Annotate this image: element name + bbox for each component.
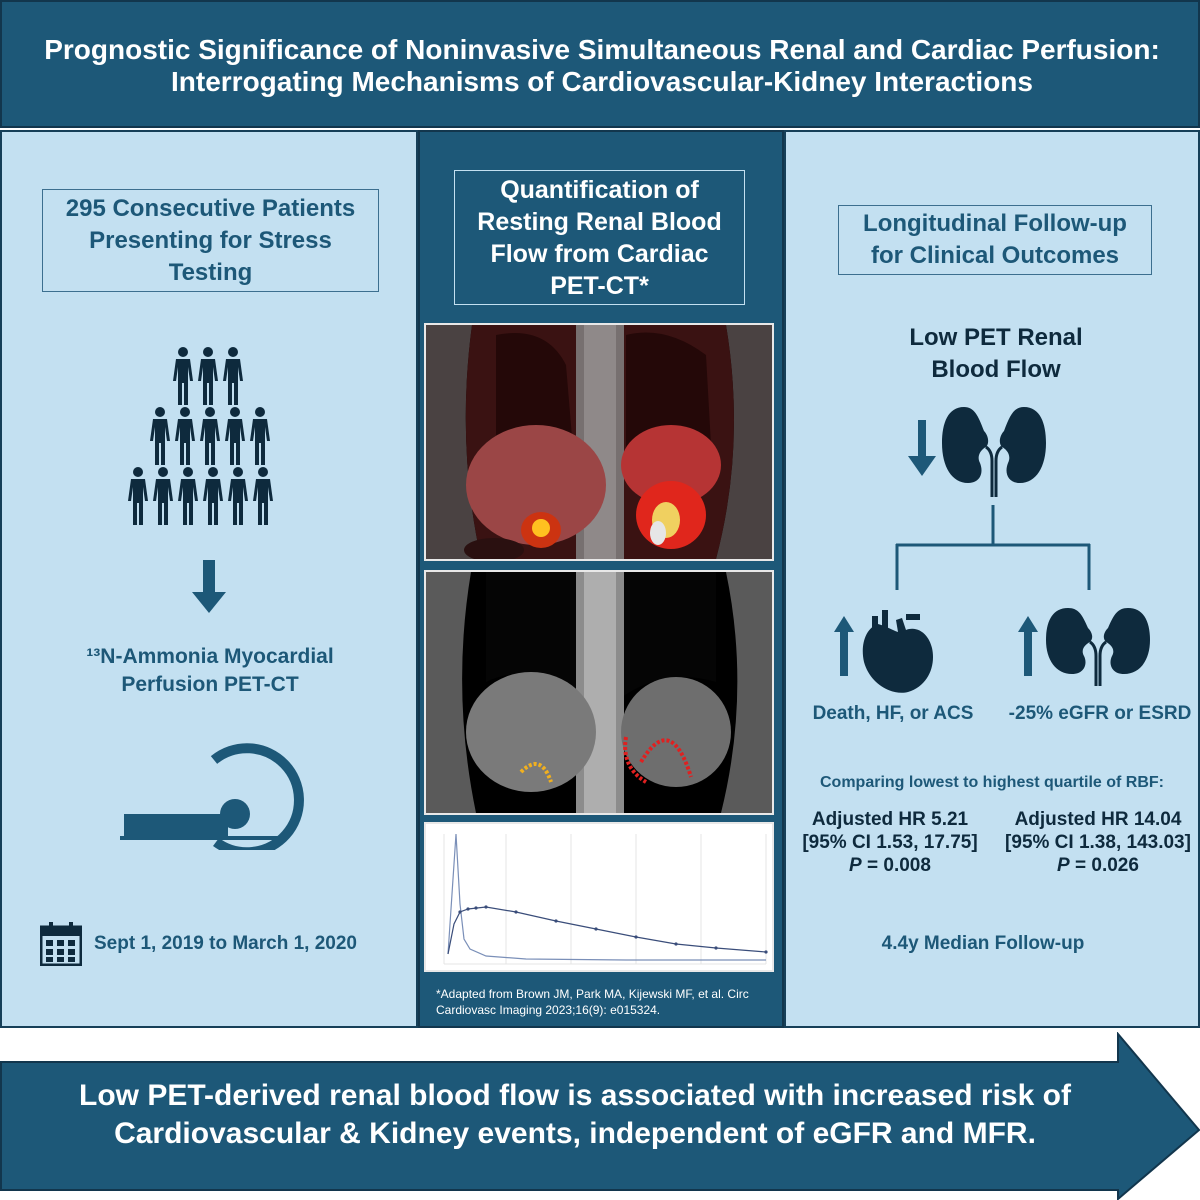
footnote-line-2: Cardiovasc Imaging 2023;16(9): e015324. [436,1003,661,1017]
low-rbf-label: Low PET Renal Blood Flow [846,322,1146,386]
outcome-kidney-label: -25% eGFR or ESRD [1008,703,1192,724]
right-panel [784,130,1200,1028]
page-title: Prognostic Significance of Noninvasive S… [2,34,1200,98]
decrease-arrow-icon [908,420,936,476]
followup-line-2: for Clinical Outcomes [870,242,1120,269]
modality-label: ¹³N-Ammonia Myocardial Perfusion PET-CT [60,643,360,699]
calendar-icon [40,922,82,966]
conclusion-text: Low PET-derived renal blood flow is asso… [0,1077,1150,1153]
conclusion-line-2: Cardiovascular & Kidney events, independ… [114,1117,1036,1150]
pet-ct-fused-image [424,323,774,561]
cohort-line-2: Presenting for Stress [89,226,332,254]
quant-line-4: PET-CT* [550,271,649,300]
quant-line-1: Quantification of [500,175,699,204]
quantification-box: Quantification of Resting Renal Blood Fl… [454,170,745,305]
time-activity-chart [424,822,774,972]
title-line-2: Interrogating Mechanisms of Cardiovascul… [171,66,1033,97]
hr-kidney: Adjusted HR 14.04 [95% CI 1.38, 143.03] … [996,808,1200,877]
ct-image [424,570,774,815]
hr-cardiac-ci: [95% CI 1.53, 17.75] [802,832,978,853]
hr-cardiac: Adjusted HR 5.21 [95% CI 1.53, 17.75] P … [790,808,990,877]
footnote-line-1: *Adapted from Brown JM, Park MA, Kijewsk… [436,987,749,1001]
cohort-line-1: 295 Consecutive Patients [65,194,356,222]
people-group-icon [128,347,273,525]
down-arrow-icon [192,560,226,613]
increase-arrow-icon [834,616,854,676]
hr-cardiac-value: Adjusted HR 5.21 [811,809,969,830]
conclusion-arrow [0,1032,1200,1200]
quant-line-3: Flow from Cardiac [490,239,709,268]
kidneys-outcome-icon [1046,608,1150,686]
followup-box: Longitudinal Follow-up for Clinical Outc… [838,205,1152,275]
cohort-box: 295 Consecutive Patients Presenting for … [42,189,379,292]
low-rbf-line-2: Blood Flow [931,356,1061,383]
kidneys-icon [942,407,1046,497]
increase-arrow-icon [1018,616,1038,676]
followup-line-1: Longitudinal Follow-up [863,210,1127,237]
outcome-cardiac-label: Death, HF, or ACS [812,703,974,724]
hr-cardiac-p: P = 0.008 [849,855,931,876]
outcome-connector [895,505,1091,590]
title-line-1: Prognostic Significance of Noninvasive S… [44,34,1160,65]
title-bar: Prognostic Significance of Noninvasive S… [0,0,1200,128]
conclusion-line-1: Low PET-derived renal blood flow is asso… [79,1079,1071,1112]
date-range: Sept 1, 2019 to March 1, 2020 [94,933,357,954]
hr-kidney-p: P = 0.026 [1057,855,1139,876]
comparison-label: Comparing lowest to highest quartile of … [820,774,1164,791]
quant-line-2: Resting Renal Blood [477,207,722,236]
hr-kidney-value: Adjusted HR 14.04 [1014,809,1182,830]
citation-footnote: *Adapted from Brown JM, Park MA, Kijewsk… [436,986,781,1018]
median-followup: 4.4y Median Follow-up [881,933,1085,954]
cohort-line-3: Testing [168,258,253,286]
modality-line-2: Perfusion PET-CT [121,673,299,696]
pet-scanner-icon [120,743,304,850]
low-rbf-line-1: Low PET Renal [909,324,1083,351]
modality-line-1: ¹³N-Ammonia Myocardial [86,645,334,668]
heart-icon [862,610,933,693]
hr-kidney-ci: [95% CI 1.38, 143.03] [1005,832,1191,853]
